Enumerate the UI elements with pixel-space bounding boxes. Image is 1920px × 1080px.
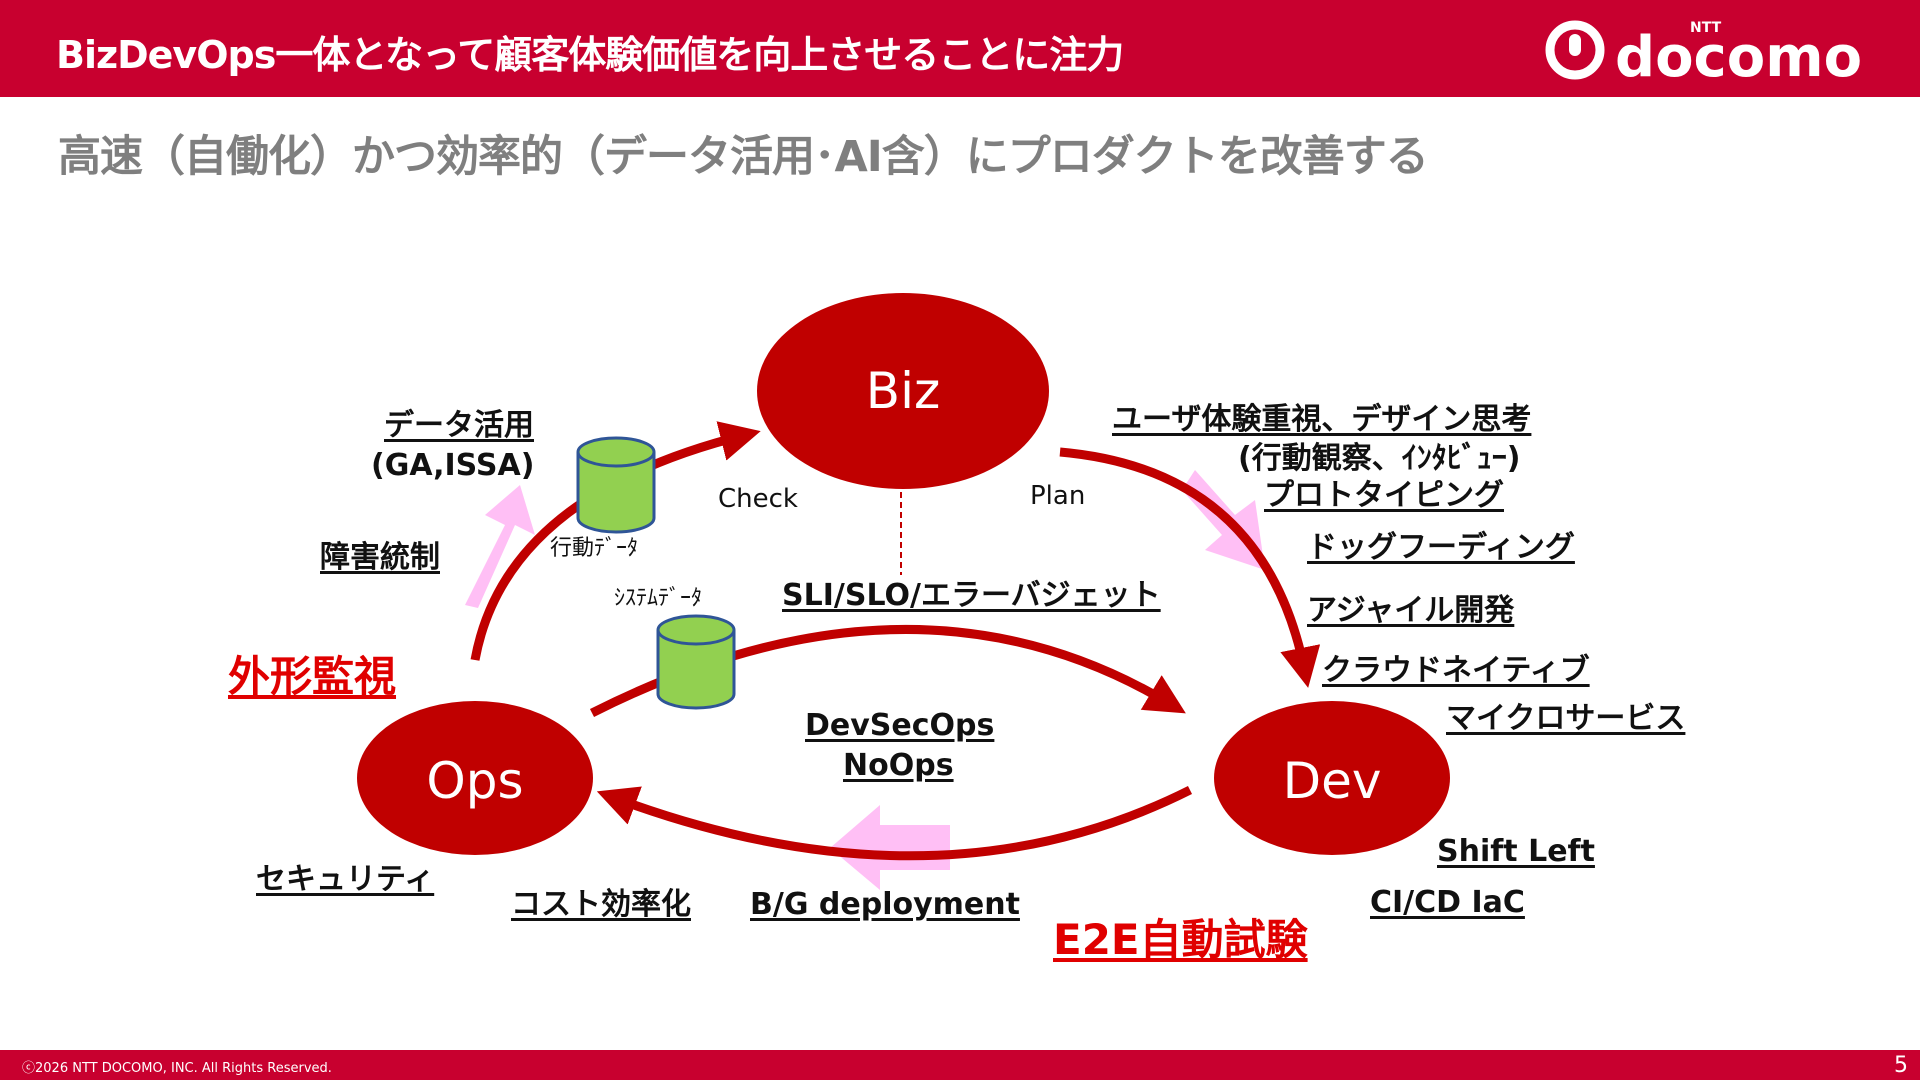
devsecops-label: DevSecOps: [805, 708, 995, 743]
bg-deployment-label: B/G deployment: [750, 887, 1020, 922]
shift-left-label: Shift Left: [1437, 834, 1595, 869]
page-number: 5: [1894, 1053, 1908, 1078]
data-use-label: データ活用: [384, 408, 534, 443]
footer-bar: ⓒ2026 NTT DOCOMO, INC. All Rights Reserv…: [0, 1050, 1920, 1080]
header-bar: BizDevOps一体となって顧客体験価値を向上させることに注力 docomo …: [0, 0, 1920, 97]
cost-efficiency-label: コスト効率化: [511, 887, 691, 922]
logo-wordmark: docomo: [1615, 25, 1862, 84]
ga-issa-label: (GA,ISSA): [371, 448, 535, 483]
external-monitoring-label: 外形監視: [228, 652, 397, 701]
e2e-test-label: E2E自動試験: [1053, 915, 1308, 964]
page-title: BizDevOps一体となって顧客体験価値を向上させることに注力: [56, 33, 1124, 77]
dogfooding-label: ドッグフーディング: [1307, 530, 1575, 565]
noops-label: NoOps: [843, 748, 954, 783]
behavior-data-label: 行動ﾃﾞｰﾀ: [550, 536, 639, 561]
prototyping-label: プロトタイピング: [1264, 478, 1504, 513]
ops-node: [357, 701, 593, 855]
copyright-text: ⓒ2026 NTT DOCOMO, INC. All Rights Reserv…: [22, 1061, 332, 1076]
agile-label: アジャイル開発: [1307, 593, 1515, 628]
ux-sub-label: (行動観察、ｲﾝﾀﾋﾞｭｰ): [1238, 441, 1521, 476]
system-data-db-icon: [656, 614, 736, 710]
dev-label: Dev: [1282, 752, 1382, 810]
cicd-iac-label: CI/CD IaC: [1370, 885, 1525, 920]
arrow-ops-to-biz: [470, 421, 761, 661]
system-data-label: ｼｽﾃﾑﾃﾞｰﾀ: [614, 586, 703, 611]
sli-slo-label: SLI/SLO/エラーバジェット: [782, 578, 1161, 613]
cloud-native-label: クラウドネイティブ: [1322, 653, 1590, 688]
logo-ntt: NTT: [1690, 20, 1722, 36]
ops-label: Ops: [426, 752, 524, 810]
microservices-label: マイクロサービス: [1446, 701, 1686, 736]
behavior-data-db-icon: [576, 436, 656, 534]
biz-node: [757, 293, 1049, 489]
plan-label: Plan: [1030, 481, 1086, 511]
dev-node: [1214, 701, 1450, 855]
check-label: Check: [718, 484, 798, 514]
ux-design-label: ユーザ体験重視、デザイン思考: [1112, 402, 1532, 437]
page-subtitle: 高速（自働化）かつ効率的（データ活用･AI含）にプロダクトを改善する: [58, 132, 1429, 182]
incident-control-label: 障害統制: [320, 540, 440, 575]
pink-arrow-left: [465, 485, 535, 608]
arrow-dev-to-ops: [596, 785, 1193, 861]
arrow-biz-to-dev: [1059, 447, 1321, 688]
pink-arrow-bottom: [830, 805, 950, 890]
biz-label: Biz: [865, 362, 941, 420]
security-label: セキュリティ: [256, 862, 435, 897]
docomo-logo: docomo NTT: [1540, 14, 1880, 84]
